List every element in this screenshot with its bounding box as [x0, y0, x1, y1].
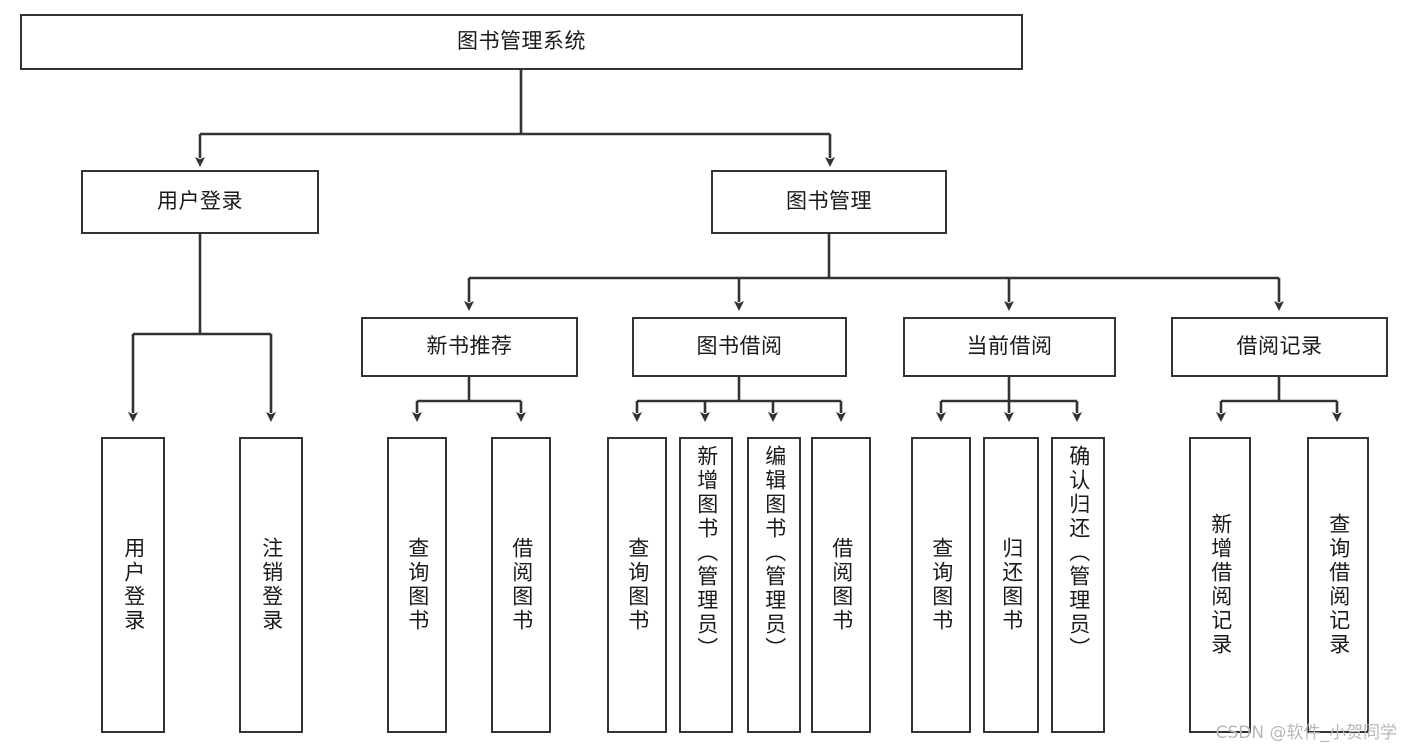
node-user-login[interactable]: 用户登录 — [81, 170, 319, 234]
node-leaf-borrow-book-1-label: 借阅图书 — [509, 537, 534, 633]
node-current-borrow-label: 当前借阅 — [966, 334, 1053, 359]
node-book-management[interactable]: 图书管理 — [711, 170, 947, 234]
node-leaf-query-book-1[interactable]: 查询图书 — [387, 437, 447, 733]
node-book-borrow[interactable]: 图书借阅 — [632, 317, 847, 377]
node-borrow-record-label: 借阅记录 — [1236, 334, 1323, 359]
node-leaf-add-record[interactable]: 新增借阅记录 — [1189, 437, 1251, 733]
node-leaf-confirm-return-label: 确认归还（管理员） — [1066, 445, 1091, 661]
node-leaf-return-book-label: 归还图书 — [999, 537, 1024, 633]
node-leaf-query-book-3[interactable]: 查询图书 — [911, 437, 971, 733]
node-leaf-borrow-book-1[interactable]: 借阅图书 — [491, 437, 551, 733]
node-leaf-query-book-3-label: 查询图书 — [929, 537, 954, 633]
node-user-login-label: 用户登录 — [157, 189, 243, 214]
node-leaf-user-login[interactable]: 用户登录 — [101, 437, 165, 733]
node-leaf-query-book-2[interactable]: 查询图书 — [607, 437, 667, 733]
node-leaf-confirm-return[interactable]: 确认归还（管理员） — [1051, 437, 1105, 733]
node-leaf-borrow-book-2-label: 借阅图书 — [829, 537, 854, 633]
node-leaf-user-login-label: 用户登录 — [121, 537, 146, 633]
csdn-watermark: CSDN @软件_小贺同学 — [1215, 723, 1397, 743]
node-leaf-add-book-label: 新增图书（管理员） — [694, 445, 719, 661]
node-leaf-logout-login[interactable]: 注销登录 — [239, 437, 303, 733]
node-borrow-record[interactable]: 借阅记录 — [1171, 317, 1388, 377]
node-leaf-query-book-2-label: 查询图书 — [625, 537, 650, 633]
node-leaf-add-book[interactable]: 新增图书（管理员） — [679, 437, 733, 733]
node-leaf-query-record[interactable]: 查询借阅记录 — [1307, 437, 1369, 733]
node-leaf-logout-login-label: 注销登录 — [259, 537, 284, 633]
node-leaf-borrow-book-2[interactable]: 借阅图书 — [811, 437, 871, 733]
node-book-management-label: 图书管理 — [786, 189, 872, 214]
node-leaf-return-book[interactable]: 归还图书 — [983, 437, 1039, 733]
node-leaf-edit-book[interactable]: 编辑图书（管理员） — [747, 437, 801, 733]
node-leaf-edit-book-label: 编辑图书（管理员） — [762, 445, 787, 661]
node-root[interactable]: 图书管理系统 — [20, 14, 1023, 70]
node-root-label: 图书管理系统 — [457, 29, 586, 54]
node-book-borrow-label: 图书借阅 — [696, 334, 783, 359]
node-leaf-query-book-1-label: 查询图书 — [405, 537, 430, 633]
node-new-book-recommend[interactable]: 新书推荐 — [361, 317, 578, 377]
node-current-borrow[interactable]: 当前借阅 — [903, 317, 1116, 377]
node-leaf-add-record-label: 新增借阅记录 — [1208, 513, 1233, 657]
node-leaf-query-record-label: 查询借阅记录 — [1326, 513, 1351, 657]
node-new-book-recommend-label: 新书推荐 — [426, 334, 513, 359]
